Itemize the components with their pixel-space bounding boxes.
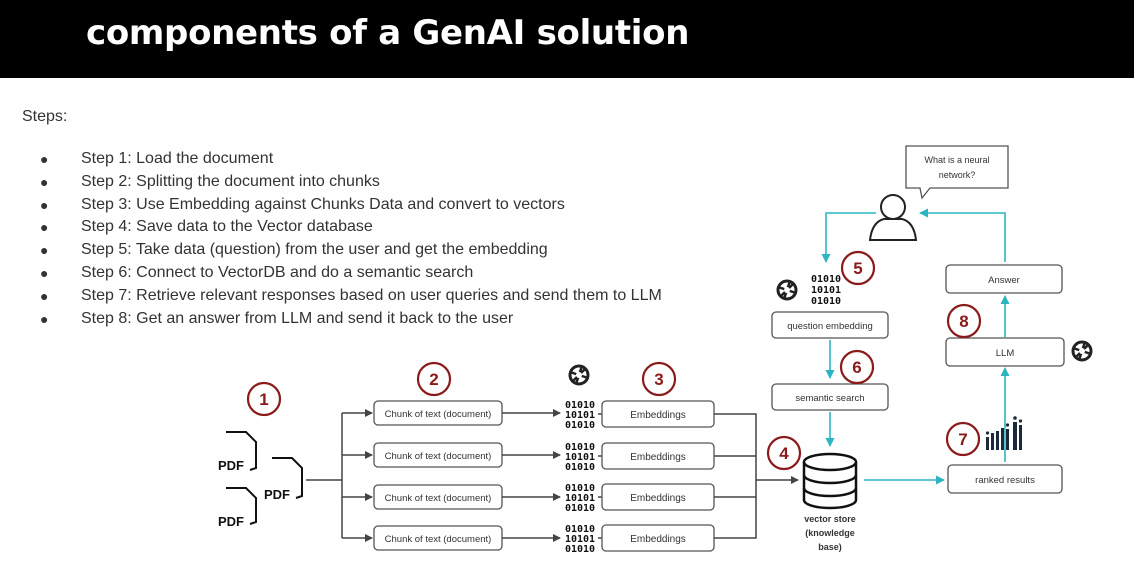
svg-text:5: 5	[853, 259, 862, 278]
binary-vector-icon: 01010 10101 01010	[565, 400, 595, 431]
openai-logo-icon	[776, 279, 798, 301]
user-avatar-icon	[868, 194, 918, 241]
svg-text:4: 4	[779, 444, 789, 463]
svg-text:What is a neural: What is a neural	[924, 155, 989, 165]
step-marker-8: 8	[946, 303, 982, 339]
binary-vector-icon: 01010 10101 01010	[565, 442, 595, 473]
bullet-icon: ●	[40, 242, 49, 259]
svg-text:3: 3	[654, 370, 663, 389]
svg-text:Embeddings: Embeddings	[630, 452, 686, 463]
svg-text:Embeddings: Embeddings	[630, 410, 686, 421]
svg-text:Chunk of text (document): Chunk of text (document)	[385, 534, 492, 545]
svg-text:PDF: PDF	[218, 514, 244, 529]
bullet-icon: ●	[40, 310, 49, 327]
answer-box: Answer	[945, 264, 1063, 294]
step-marker-5: 5	[840, 250, 876, 286]
semantic-search-box: semantic search	[771, 383, 889, 411]
svg-text:8: 8	[959, 312, 968, 331]
step-marker-2: 2	[416, 361, 452, 397]
svg-text:10101: 10101	[565, 452, 595, 463]
svg-text:1: 1	[259, 390, 268, 409]
chunk-arrows	[502, 409, 561, 542]
svg-text:vector store: vector store	[804, 514, 856, 524]
bullet-icon: ●	[40, 287, 49, 304]
svg-text:10101: 10101	[811, 285, 841, 296]
steps-label: Steps:	[22, 108, 68, 125]
svg-text:ranked results: ranked results	[975, 475, 1035, 486]
svg-text:01010: 01010	[811, 296, 841, 307]
svg-text:Embeddings: Embeddings	[630, 534, 686, 545]
user-flow-arrows	[821, 208, 1010, 485]
step-marker-6: 6	[839, 349, 875, 385]
page-title: components of a GenAI solution	[86, 13, 690, 53]
header-bar: components of a GenAI solution	[0, 0, 1134, 78]
chunk-box: Chunk of text (document)	[373, 484, 503, 510]
pdf-file-icon: PDF	[218, 431, 257, 473]
svg-text:Answer: Answer	[988, 275, 1020, 286]
svg-text:6: 6	[852, 358, 861, 377]
embeddings-box: Embeddings	[601, 442, 715, 470]
svg-text:01010: 01010	[565, 524, 595, 535]
svg-text:(knowledge: (knowledge	[805, 528, 855, 538]
binary-vector-icon: 01010 10101 01010	[811, 274, 841, 307]
question-embedding-box: question embedding	[771, 311, 889, 339]
svg-text:01010: 01010	[565, 420, 595, 431]
embeddings-box: Embeddings	[601, 483, 715, 511]
bullet-icon: ●	[40, 196, 49, 213]
svg-text:01010: 01010	[565, 400, 595, 411]
svg-text:PDF: PDF	[218, 458, 244, 473]
vector-store-database-icon	[802, 452, 858, 510]
svg-text:question embedding: question embedding	[787, 321, 873, 332]
svg-text:PDF: PDF	[264, 487, 290, 502]
svg-text:Chunk of text (document): Chunk of text (document)	[385, 451, 492, 462]
binary-vector-icon: 01010 10101 01010	[565, 483, 595, 514]
svg-text:10101: 10101	[565, 410, 595, 421]
step-marker-4: 4	[766, 435, 802, 471]
embeddings-box: Embeddings	[601, 524, 715, 552]
question-speech-bubble: What is a neural network?	[905, 145, 1009, 200]
svg-text:2: 2	[429, 370, 438, 389]
svg-text:10101: 10101	[565, 493, 595, 504]
svg-text:Embeddings: Embeddings	[630, 493, 686, 504]
svg-text:01010: 01010	[811, 274, 841, 285]
embeddings-box: Embeddings	[601, 400, 715, 428]
llm-box: LLM	[945, 337, 1065, 367]
svg-text:10101: 10101	[565, 534, 595, 545]
step-marker-3: 3	[641, 361, 677, 397]
svg-text:01010: 01010	[565, 544, 595, 555]
svg-text:network?: network?	[939, 170, 976, 180]
step-marker-7: 7	[945, 421, 981, 457]
bullet-icon: ●	[40, 173, 49, 190]
split-arrows	[306, 409, 373, 542]
chunk-box: Chunk of text (document)	[373, 525, 503, 551]
svg-text:7: 7	[958, 430, 967, 449]
ranking-bars-icon	[985, 416, 1023, 450]
ranked-results-box: ranked results	[947, 464, 1063, 494]
bullet-icon: ●	[40, 151, 49, 167]
binary-vector-icon: 01010 10101 01010	[565, 524, 595, 555]
svg-text:Chunk of text (document): Chunk of text (document)	[385, 493, 492, 504]
pdf-file-icon: PDF	[218, 487, 257, 529]
chunk-box: Chunk of text (document)	[373, 442, 503, 468]
openai-logo-icon	[1071, 340, 1093, 362]
binary-arrows	[598, 413, 614, 539]
svg-text:base): base)	[818, 542, 842, 552]
vector-store-label: vector store (knowledge base)	[804, 514, 856, 552]
svg-text:01010: 01010	[565, 442, 595, 453]
bullet-icon: ●	[40, 219, 49, 236]
openai-logo-icon	[568, 364, 590, 386]
converge-arrows	[714, 413, 799, 539]
step-marker-1: 1	[246, 381, 282, 417]
bullet-icon: ●	[40, 264, 49, 281]
svg-text:01010: 01010	[565, 503, 595, 514]
svg-text:01010: 01010	[565, 462, 595, 473]
chunk-box: Chunk of text (document)	[373, 400, 503, 426]
svg-text:Chunk of text (document): Chunk of text (document)	[385, 409, 492, 420]
pdf-file-icon: PDF	[264, 457, 303, 502]
svg-text:semantic search: semantic search	[795, 393, 864, 404]
svg-text:01010: 01010	[565, 483, 595, 494]
svg-text:LLM: LLM	[996, 348, 1015, 359]
step-number-markers: 1 2 3 4 5 6 7 8	[246, 250, 982, 471]
